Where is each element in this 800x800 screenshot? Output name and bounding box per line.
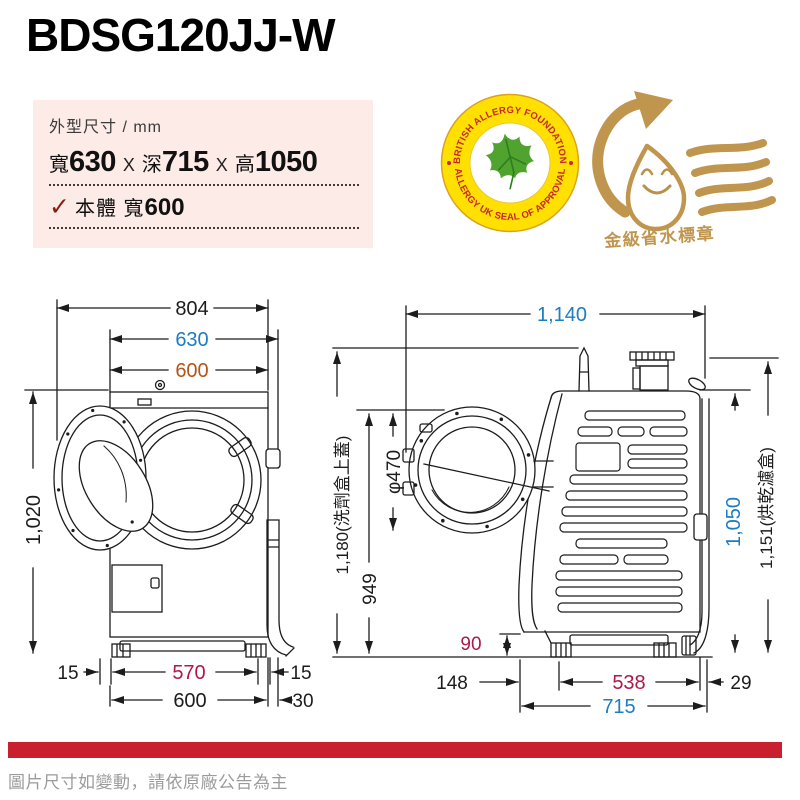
dim-side-feet-span: 538 [612, 672, 645, 694]
red-divider-bar [8, 742, 782, 758]
dotted-divider [49, 227, 359, 229]
dim-side-rear-offset: 29 [730, 673, 751, 694]
water-waves-icon [686, 139, 776, 216]
dim-side-foot-height: 90 [460, 634, 481, 655]
times-sign: X [215, 155, 228, 175]
dim-front-left-gap: 15 [57, 663, 78, 684]
footer-note: 圖片尺寸如變動，請依原廠公告為主 [8, 773, 288, 792]
height-value: 1050 [254, 146, 318, 178]
dim-side-body-depth: 715 [602, 696, 635, 718]
dimension-labels: 804 630 600 1,020 15 570 15 600 30 1,140… [23, 298, 776, 718]
front-view-diagram [24, 299, 295, 707]
page-title: BDSG120JJ-W [26, 9, 336, 61]
dim-front-total-width: 804 [175, 298, 208, 320]
dotted-divider [49, 184, 359, 186]
dim-front-feet-span: 570 [172, 662, 205, 684]
drop-eyes-icon [640, 168, 674, 176]
dim-front-hose-offset: 30 [292, 691, 313, 712]
water-badge-caption: 金級省水標章 [603, 223, 716, 251]
times-sign: X [122, 155, 135, 175]
dim-side-filter-height: 1,151(烘乾濾盒) [757, 447, 776, 569]
dimension-diagrams: 804 630 600 1,020 15 570 15 600 30 1,140… [23, 298, 779, 718]
spec-dimensions: 寬 630 X 深 715 X 高 1050 [49, 146, 359, 179]
swoosh-arrow-icon [592, 97, 652, 218]
dim-side-body-height: 1,050 [723, 497, 745, 547]
water-drop-icon [625, 143, 687, 232]
height-label: 高 [234, 154, 255, 176]
depth-value: 715 [161, 146, 209, 178]
dim-front-width-incl-hose: 630 [175, 329, 208, 351]
dim-front-base-width: 600 [173, 690, 206, 712]
water-saving-badge: 金級省水標章 [592, 91, 776, 251]
check-icon: ✓ [49, 193, 70, 221]
spec-box: 外型尺寸 / mm 寬 630 X 深 715 X 高 1050 ✓ 本體 寬 … [33, 100, 373, 248]
drop-smile-icon [642, 184, 672, 195]
dim-side-door-diameter: φ470 [384, 450, 405, 494]
width-value: 630 [69, 146, 116, 178]
allergy-uk-badge: BRITISH ALLERGY FOUNDATION ALLERGY UK SE… [440, 93, 580, 233]
side-view-diagram [332, 305, 779, 713]
maple-leaf-icon [485, 133, 534, 190]
dim-front-right-gap: 15 [290, 663, 311, 684]
arrowhead-icon [634, 91, 673, 129]
depth-label: 深 [141, 154, 162, 176]
dim-side-front-offset: 148 [436, 673, 468, 694]
spec-body-width: ✓ 本體 寬 600 [49, 192, 359, 222]
dim-side-lid-height: 1,180(洗劑盒上蓋) [333, 436, 352, 575]
width-label: 寬 [49, 154, 69, 176]
body-width-value: 600 [144, 194, 185, 221]
dim-side-door-top-height: 949 [360, 573, 381, 605]
dim-front-body-width: 600 [175, 360, 208, 382]
dim-front-body-height: 1,020 [23, 495, 45, 545]
dim-side-depth-door-open: 1,140 [537, 304, 587, 326]
spec-heading: 外型尺寸 / mm [49, 119, 162, 136]
certification-badges: BRITISH ALLERGY FOUNDATION ALLERGY UK SE… [440, 91, 776, 251]
body-width-label: 本體 寬 [74, 198, 145, 220]
